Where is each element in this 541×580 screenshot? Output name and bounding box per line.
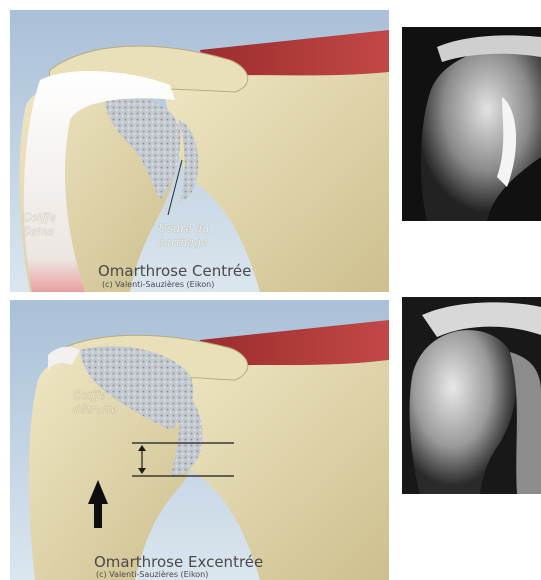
xray-eccentric (402, 297, 541, 494)
xray-image-bottom (402, 297, 541, 494)
label-cuff-destroyed: Coiffe détruite (73, 389, 118, 417)
label-cartilage-wear-line1: Usure du (158, 222, 209, 236)
title-centered: Omarthrose Centrée (98, 262, 251, 280)
label-cartilage-wear-line2: cartilage (158, 236, 209, 250)
label-cuff-healthy: Coiffe Saine (23, 211, 56, 239)
xray-image-top (402, 27, 541, 221)
label-cuff-healthy-line1: Coiffe (23, 211, 56, 225)
title-eccentric: Omarthrose Excentrée (94, 553, 263, 571)
illustration-centered-omarthrosis: Coiffe Saine Usure du cartilage Omarthro… (10, 10, 389, 292)
label-cuff-destroyed-line1: Coiffe (73, 389, 118, 403)
label-cartilage-wear: Usure du cartilage (158, 222, 209, 250)
illustration-eccentric-omarthrosis: Coiffe détruite Omarthrose Excentrée (c)… (10, 300, 389, 580)
label-cuff-destroyed-line2: détruite (73, 403, 118, 417)
shoulder-illustration-bottom (10, 300, 389, 580)
label-cuff-healthy-line2: Saine (23, 225, 56, 239)
credit-bottom: (c) Valenti-Sauzières (Eikon) (96, 570, 208, 579)
xray-centered (402, 27, 541, 221)
credit-top: (c) Valenti-Sauzières (Eikon) (102, 280, 214, 289)
